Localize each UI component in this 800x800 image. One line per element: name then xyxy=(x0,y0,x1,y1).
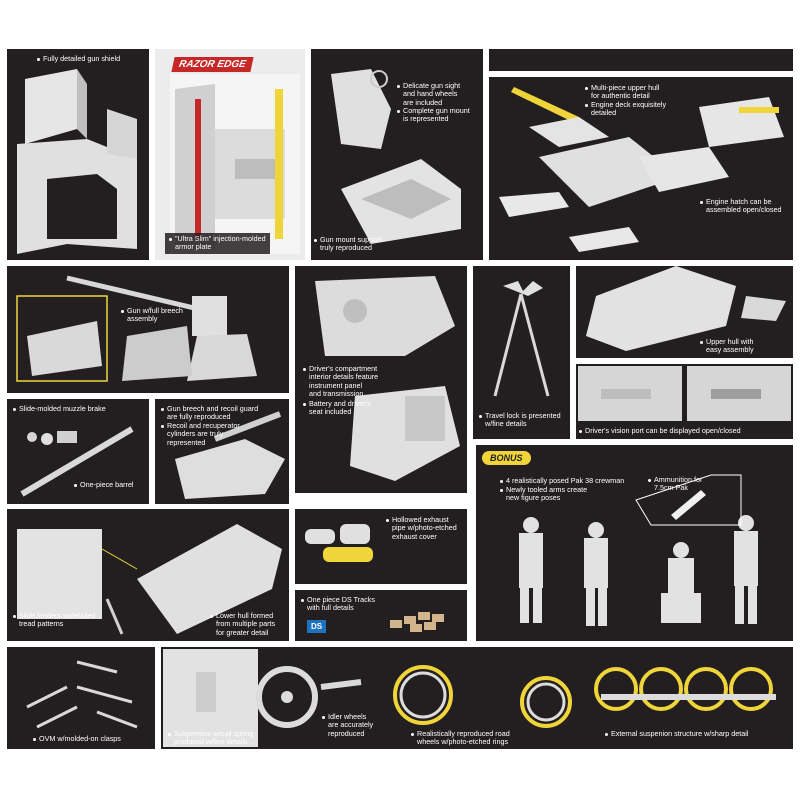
ds-badge: DS xyxy=(307,620,327,633)
panel-vision-port: Driver's vision port can be displayed op… xyxy=(576,364,793,439)
tracks-illustration xyxy=(390,612,444,632)
razor-edge-logo: RAZOR EDGE xyxy=(171,57,254,72)
travel-lock-illustration xyxy=(493,281,550,397)
barrel-illustration xyxy=(20,426,134,497)
lower-hull-illustration xyxy=(17,524,282,635)
panel-armor-plate: RAZOR EDGE "Ultra Slim" injection-molded… xyxy=(155,49,305,260)
upper-hull-easy-illustration xyxy=(586,266,786,351)
panel-muzzle-brake: Slide-molded muzzle brake One-piece barr… xyxy=(7,399,149,504)
caption-vision-port: Driver's vision port can be displayed op… xyxy=(579,426,741,435)
panel-gun-shield: Fully detailed gun shield xyxy=(7,49,149,260)
bonus-badge: BONUS xyxy=(482,451,531,465)
caption-barrel: One-piece barrel xyxy=(74,480,134,489)
ovm-tools-illustration xyxy=(26,660,138,729)
drivers-compartment-illustration xyxy=(315,276,460,481)
crewmen-figures-illustration xyxy=(519,474,758,626)
panel-crewmen: BONUS 4 realistically posed Pak 38 crewm… xyxy=(476,445,793,641)
caption-crewman: 4 realistically posed Pak 38 crewman xyxy=(500,476,624,485)
caption-ext-suspension: External suspenion structure w/sharp det… xyxy=(605,729,748,738)
recoil-guard-illustration xyxy=(175,411,285,499)
upper-hull-illustration xyxy=(499,87,784,252)
panel-ovm: OVM w/molded-on clasps xyxy=(7,647,155,749)
armor-plate-illustration xyxy=(170,74,300,254)
exhaust-illustration xyxy=(305,524,373,562)
panel-top-right-strip xyxy=(489,49,793,71)
vision-port-illustration xyxy=(578,366,791,421)
caption-gun-shield: Fully detailed gun shield xyxy=(37,54,120,63)
gun-mount-illustration xyxy=(331,69,461,244)
caption-ovm: OVM w/molded-on clasps xyxy=(33,734,121,743)
gun-breech-illustration xyxy=(16,275,257,382)
wheels-suspension-illustration xyxy=(163,649,776,747)
gun-shield-illustration xyxy=(17,69,137,254)
caption-muzzle-brake: Slide-molded muzzle brake xyxy=(13,404,106,413)
